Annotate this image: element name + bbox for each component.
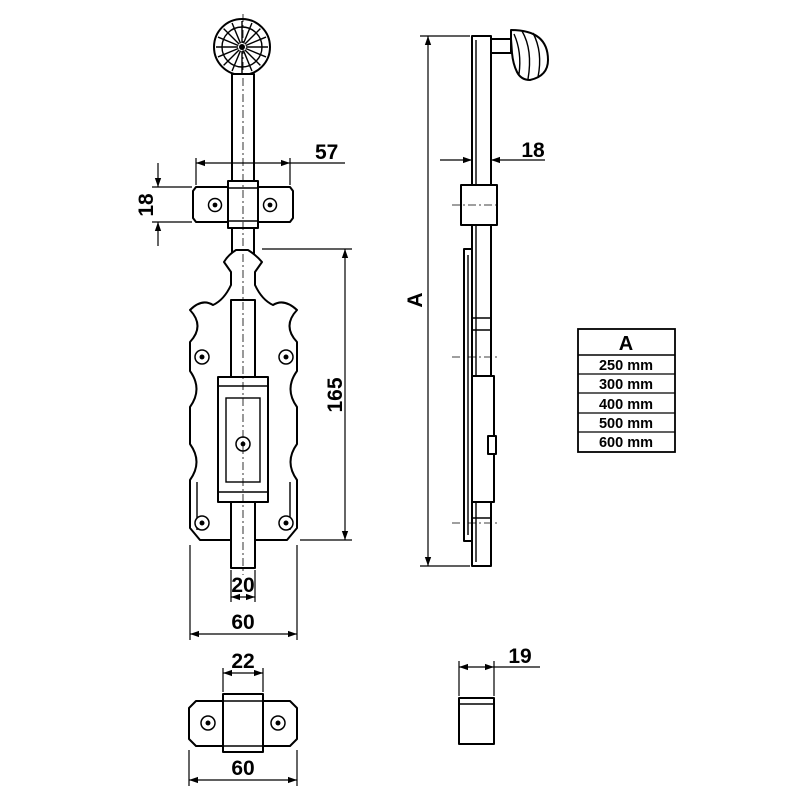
dim-a-label: A — [404, 292, 427, 307]
dim-22-label: 22 — [231, 650, 254, 673]
keeper-side: 19 — [458, 645, 540, 745]
guide-bracket — [192, 180, 294, 229]
dim-57-label: 57 — [315, 141, 338, 164]
front-view — [189, 14, 298, 575]
side-knob — [490, 29, 549, 81]
rosette-petal — [223, 28, 240, 45]
rosette-petal — [242, 50, 253, 72]
size-table-row: 500 mm — [599, 416, 653, 432]
size-table-row: 250 mm — [599, 358, 653, 374]
rosette-petal — [245, 36, 267, 47]
rosette-petal — [223, 49, 240, 66]
size-table-row: 600 mm — [599, 435, 653, 451]
dim-18-side-label: 18 — [521, 139, 545, 162]
keeper-front: 22 60 — [188, 650, 298, 786]
dim-60-keeper-label: 60 — [231, 757, 254, 780]
dim-18-bracket-label: 18 — [135, 193, 158, 217]
size-table-row: 300 mm — [599, 377, 653, 393]
plate-screw-holes — [194, 349, 294, 531]
side-dimensions: A 18 — [404, 35, 545, 567]
front-dimensions: 57 18 165 20 60 — [135, 141, 352, 640]
size-table-row: 400 mm — [599, 397, 653, 413]
rosette-petal — [217, 36, 239, 47]
size-table: A 250 mm 300 mm 400 mm 500 mm 600 mm — [577, 328, 676, 453]
rosette-knob — [213, 18, 271, 76]
dim-19-label: 19 — [508, 645, 531, 668]
rosette-petal — [244, 28, 261, 45]
rosette-petal — [231, 50, 242, 72]
rosette-petal — [217, 47, 239, 58]
dim-165-label: 165 — [324, 377, 347, 412]
rosette-petal — [242, 22, 253, 44]
side-view — [452, 29, 549, 567]
dim-60-plate-label: 60 — [231, 611, 254, 634]
size-table-header: A — [619, 333, 633, 355]
rosette-petal — [244, 49, 261, 66]
rosette-petal — [245, 47, 267, 58]
rosette-petal — [231, 22, 242, 44]
dim-20-label: 20 — [231, 574, 254, 597]
